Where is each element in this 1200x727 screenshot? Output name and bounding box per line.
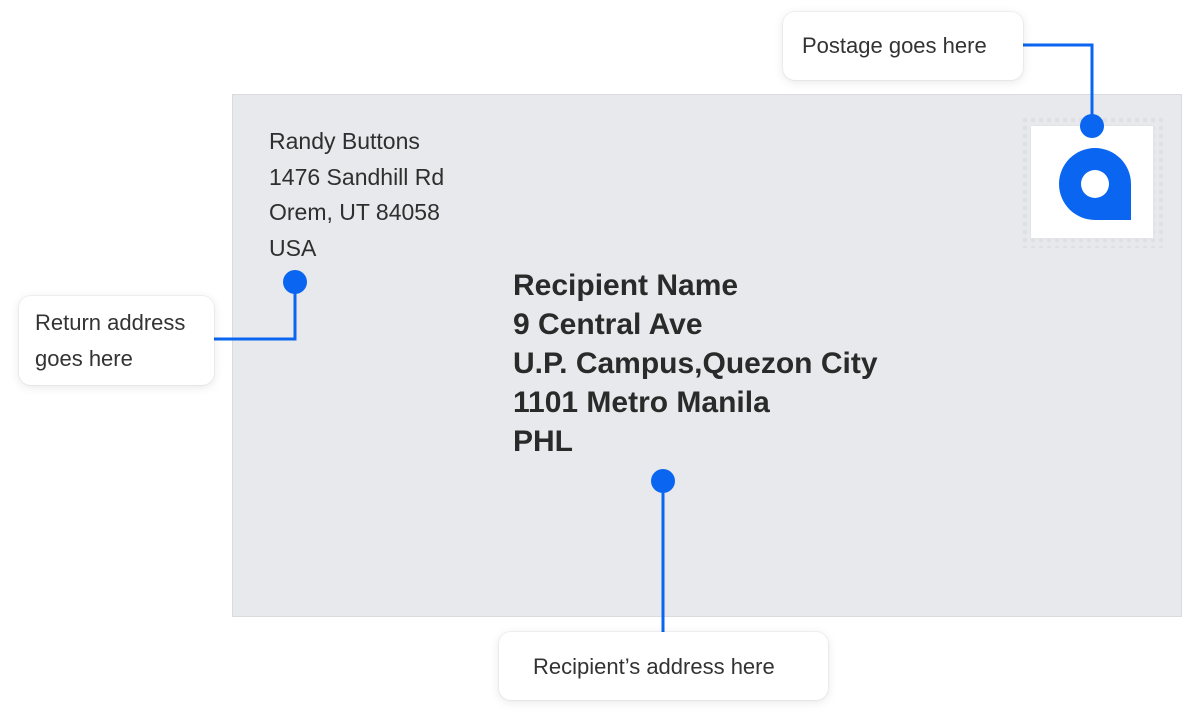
recipient-postal: 1101 Metro Manila — [513, 386, 770, 419]
recipient-callout-label: Recipient’s address here — [533, 654, 775, 679]
return-callout-label: Return address goes here — [35, 310, 186, 371]
stamp-face — [1030, 125, 1154, 239]
recipient-street: 9 Central Ave — [513, 308, 703, 341]
return-city: Orem, UT 84058 — [269, 199, 440, 225]
return-street: 1476 Sandhill Rd — [269, 163, 445, 190]
return-country: USA — [269, 234, 317, 261]
recipient-address: Recipient Name 9 Central Ave U.P. Campus… — [513, 266, 878, 461]
return-name: Randy Buttons — [269, 128, 420, 154]
recipient-city: U.P. Campus,Quezon City — [513, 347, 878, 380]
location-pin-icon — [1059, 148, 1131, 220]
recipient-country: PHL — [513, 425, 573, 458]
postage-callout-label: Postage goes here — [802, 33, 987, 58]
postage-stamp — [1021, 116, 1163, 248]
postage-callout: Postage goes here — [783, 12, 1023, 80]
return-address: Randy Buttons 1476 Sandhill Rd Orem, UT … — [269, 124, 444, 266]
recipient-name: Recipient Name — [513, 269, 739, 302]
recipient-address-callout: Recipient’s address here — [499, 632, 828, 700]
return-address-callout: Return address goes here — [19, 296, 214, 385]
